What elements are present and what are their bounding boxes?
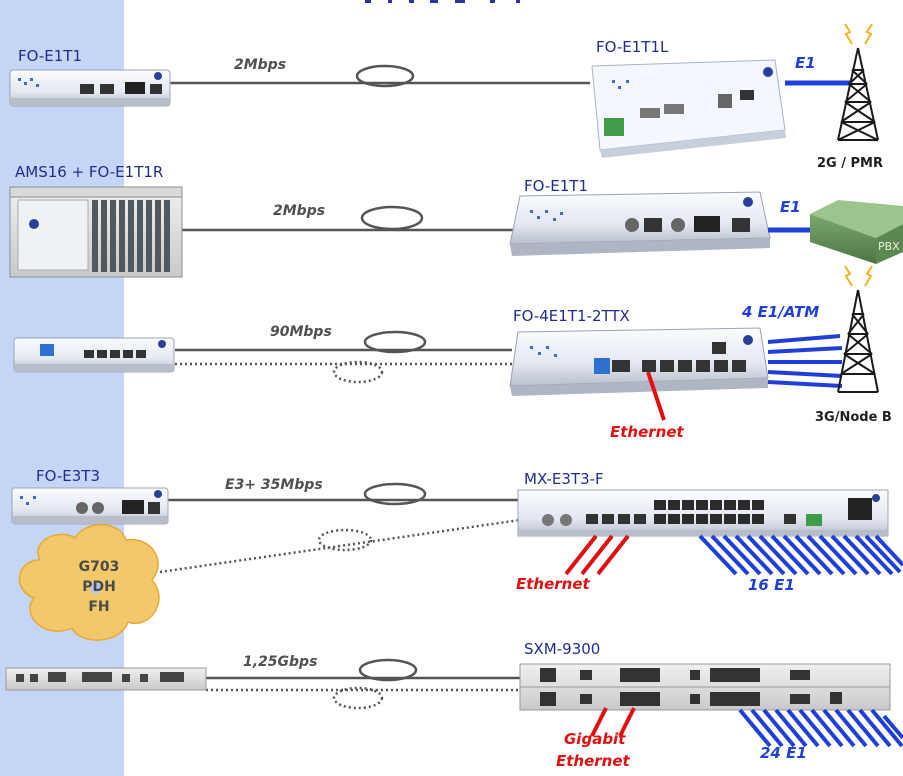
row5-ethernet-label-line2: Ethernet	[556, 752, 630, 770]
fo-4e1t1-2ttx-device	[509, 327, 769, 396]
row2-speed-label: 2Mbps	[273, 203, 326, 219]
cropped-heading	[365, 0, 520, 3]
cloud-line-pdh: PDH	[82, 579, 116, 595]
left-rack-panel-row5	[5, 667, 207, 691]
row5-ethernet-label-line1: Gigabit	[564, 730, 626, 748]
row1-endpoint-label: 2G / PMR	[817, 156, 883, 171]
row1-interface-label: E1	[795, 54, 816, 72]
row4-left-device-label: FO-E3T3	[36, 467, 100, 485]
antenna-tower-3g	[837, 289, 879, 393]
row3-link	[175, 330, 512, 384]
antenna-tower-2g	[837, 47, 879, 141]
left-band	[0, 0, 124, 776]
ethernet-link-row3	[646, 371, 666, 421]
g703-pdh-fh-cloud	[18, 524, 160, 641]
row1-left-device-label: FO-E1T1	[18, 47, 82, 65]
row3-interface-label: 4 E1/ATM	[742, 303, 820, 321]
row4-ethernet-label: Ethernet	[516, 575, 590, 593]
row1-right-device-label: FO-E1T1L	[596, 38, 669, 56]
pbx-box	[810, 200, 903, 264]
row1-link	[170, 64, 590, 88]
cloud-line-fh: FH	[88, 599, 110, 615]
row4-link	[159, 482, 521, 574]
row4-right-device-label: MX-E3T3-F	[524, 470, 604, 488]
sxm-9300-device	[519, 663, 891, 711]
row2-interface-label: E1	[780, 198, 801, 216]
row2-link	[182, 205, 520, 232]
cloud-line-g703: G703	[78, 559, 120, 575]
signal-bolts-3g	[844, 265, 873, 287]
fo-e3t3-left-device	[11, 487, 169, 525]
row1-speed-label: 2Mbps	[234, 57, 287, 73]
e1-links-row4	[698, 534, 903, 576]
row4-e1-count-label: 16 E1	[748, 576, 795, 594]
row3-speed-label: 90Mbps	[270, 324, 332, 340]
mx-e3t3-f-device	[517, 489, 889, 537]
e1-atm-links-row3	[767, 334, 843, 388]
ams16-rack-device	[9, 186, 183, 278]
e1-links-row5	[738, 708, 903, 748]
row4-speed-label: E3+ 35Mbps	[225, 477, 323, 493]
fo-e1t1-left-device	[9, 69, 171, 107]
ethernet-links-row4	[564, 534, 630, 576]
row5-right-device-label: SXM-9300	[524, 640, 601, 658]
row3-endpoint-label: 3G/Node B	[815, 410, 892, 425]
row5-link	[206, 658, 522, 710]
fo-e1t1l-device	[591, 59, 786, 158]
row5-e1-count-label: 24 E1	[760, 744, 807, 762]
row2-left-device-label: AMS16 + FO-E1T1R	[15, 163, 164, 181]
signal-bolts-2g	[844, 23, 873, 45]
fo-4e1t1-left-device	[13, 337, 175, 373]
row2-right-device-label: FO-E1T1	[524, 177, 588, 195]
fo-e1t1-right-device	[509, 191, 771, 256]
pbx-label: PBX	[878, 240, 900, 253]
row3-right-device-label: FO-4E1T1-2TTX	[513, 307, 630, 325]
g703-pdh-fh-cloud-text: G703 PDH FH	[68, 557, 130, 617]
row3-ethernet-label: Ethernet	[610, 423, 684, 441]
gigabit-ethernet-links-row5	[590, 707, 636, 737]
row5-speed-label: 1,25Gbps	[243, 654, 318, 670]
